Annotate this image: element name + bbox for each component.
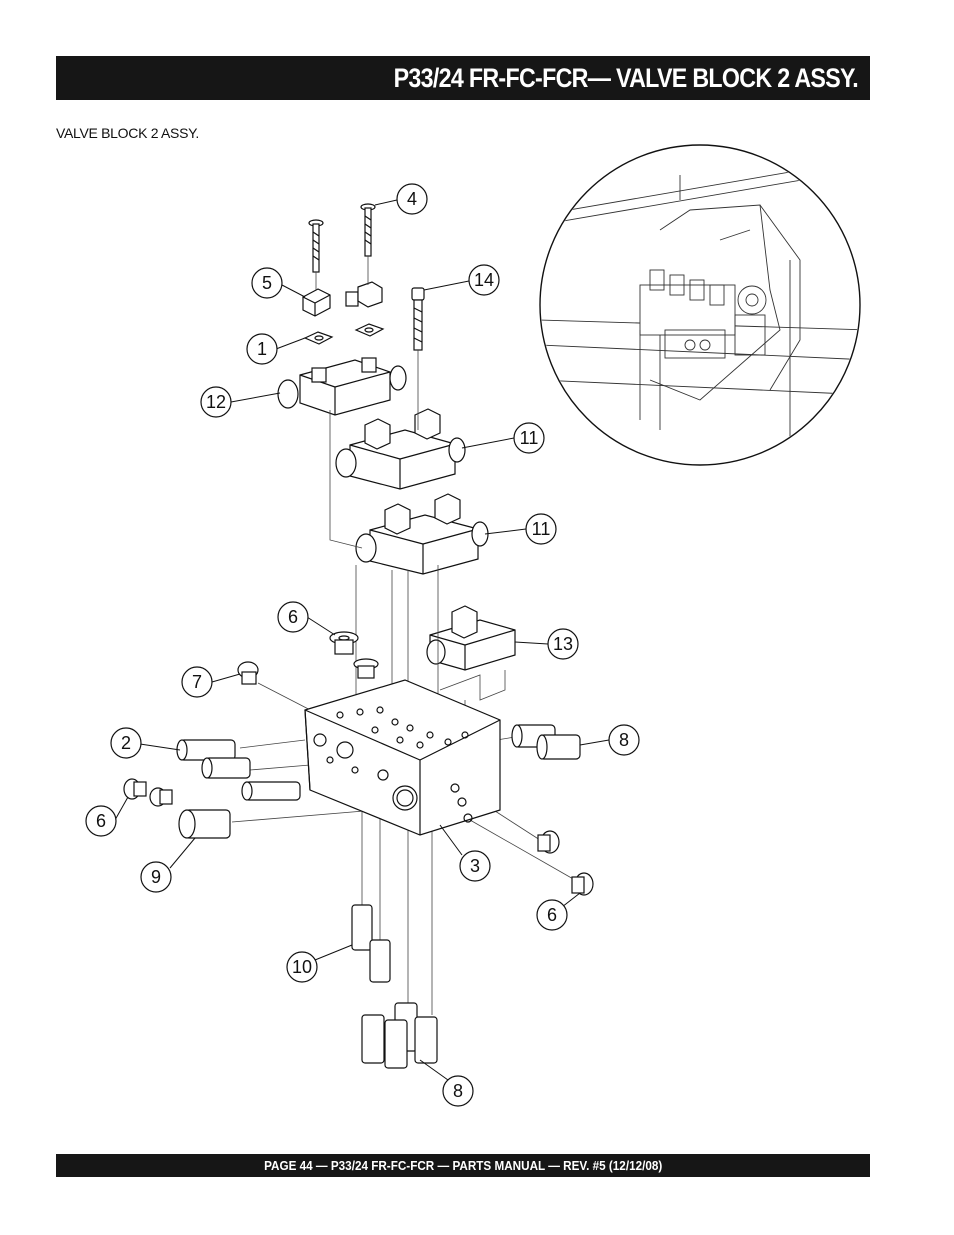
callout-4: 4 [396,183,428,215]
callout-label: 12 [206,392,226,412]
page-title: P33/24 FR-FC-FCR— VALVE BLOCK 2 ASSY. [393,62,859,93]
manifold-block-item-3 [304,679,501,836]
connector-item-5 [302,281,383,317]
callout-7: 7 [181,666,213,698]
callout-label: 6 [96,811,106,831]
callout-label: 5 [262,273,272,293]
callout-label: 6 [547,905,557,925]
callout-label: 11 [532,519,551,539]
callout-11-lower: 11 [525,513,557,545]
callout-label: 8 [619,730,629,750]
callout-1: 1 [246,333,278,365]
callout-label: 6 [288,607,298,627]
screw-item-4 [360,203,376,257]
footer-text: PAGE 44 — P33/24 FR-FC-FCR — PARTS MANUA… [263,1158,663,1173]
callout-label: 13 [553,634,573,654]
bolt-item-14 [411,287,425,351]
callout-6-left: 6 [85,805,117,837]
fitting-item-10 [351,904,391,983]
callout-6-right: 6 [536,899,568,931]
fitting-item-8-right [511,724,581,760]
callout-label: 9 [151,867,161,887]
callout-10: 10 [286,951,318,983]
callout-14: 14 [468,264,500,296]
callout-5: 5 [251,267,283,299]
callout-label: 4 [407,189,417,209]
callout-3: 3 [459,850,491,882]
screw-long-left [308,219,324,273]
inset-detail-view [539,144,861,466]
callout-9: 9 [140,861,172,893]
callout-2: 2 [110,727,142,759]
callout-label: 8 [453,1081,463,1101]
fitting-item-2 [176,739,301,801]
callout-label: 3 [470,856,480,876]
callout-label: 7 [192,672,202,692]
callout-13: 13 [547,628,579,660]
callout-8-bottom: 8 [442,1075,474,1107]
callout-12: 12 [200,386,232,418]
callout-label: 11 [520,428,539,448]
plug-item-7 [237,661,259,685]
fitting-item-8-bottom [361,1002,438,1069]
plug-item-6-left [123,778,173,807]
solenoid-valve-item-13 [426,605,516,671]
plug-item-6-top [329,631,379,679]
gasket-item-1 [303,323,385,345]
section-subtitle: VALVE BLOCK 2 ASSY. [56,125,199,141]
callout-8-right: 8 [608,724,640,756]
footer-bar: PAGE 44 — P33/24 FR-FC-FCR — PARTS MANUA… [56,1154,870,1177]
solenoid-valve-item-11-lower [355,493,489,575]
solenoid-valve-item-12 [277,357,407,416]
callout-label: 2 [121,733,131,753]
plug-item-6-right [537,830,594,896]
fitting-item-9 [178,809,231,839]
callout-label: 10 [292,957,312,977]
title-bar: P33/24 FR-FC-FCR— VALVE BLOCK 2 ASSY. [56,56,870,100]
callout-label: 1 [257,339,267,359]
leader-lines [114,199,610,1081]
solenoid-valve-item-11-upper [335,408,466,490]
callout-11-upper: 11 [513,422,545,454]
callout-6-top: 6 [277,601,309,633]
callout-label: 14 [474,270,494,290]
